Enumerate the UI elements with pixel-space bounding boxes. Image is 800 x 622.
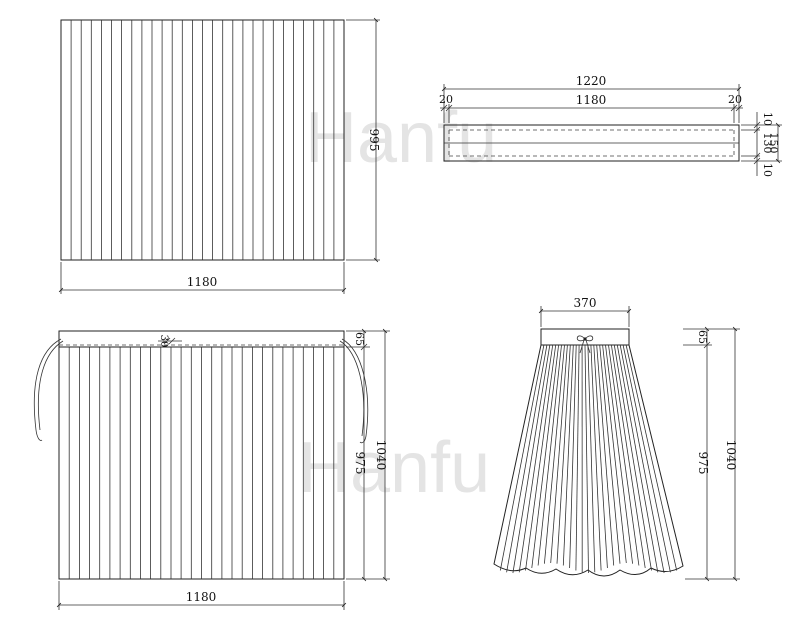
pleated-skirt-pleat-lines: [59, 344, 344, 579]
flat-panel-drawing: [60, 19, 345, 261]
pleat-line: [575, 344, 580, 571]
pleat-line: [602, 344, 627, 564]
flat-panel-height-label: 995: [367, 129, 381, 152]
pleat-line: [613, 344, 652, 571]
watermark-top: Hanfu: [305, 98, 497, 178]
waistband-inner-label: 1180: [576, 93, 607, 107]
pleat-line: [512, 344, 551, 574]
pleat-line: [599, 344, 621, 564]
waistband-drawing: [443, 124, 740, 162]
waistband-total-dimension: 1220: [441, 74, 742, 123]
pleat-line: [622, 344, 671, 573]
pleat-line: [590, 344, 602, 571]
waistband-top-allowance-label: 10: [761, 112, 774, 126]
bow-icon: [576, 335, 594, 354]
flat-panel-pleat-lines: [70, 20, 335, 260]
skirt-front-waist-dimension: 370: [538, 296, 632, 327]
pleated-skirt-width-dimension: 1180: [56, 581, 347, 610]
pleat-line: [584, 344, 589, 574]
waistband-band-height-label: 130: [761, 133, 774, 154]
pleated-skirt-band-label: 65: [353, 332, 366, 346]
pleat-line: [605, 344, 633, 564]
pleat-line: [556, 344, 571, 564]
waistband-total-label: 1220: [576, 74, 607, 88]
skirt-front-total-label: 1040: [724, 440, 738, 471]
pleat-line: [506, 344, 548, 573]
skirt-front-band-label: 65: [696, 330, 709, 344]
waistband-right-allowance-label: 20: [728, 93, 742, 106]
pleat-line: [619, 344, 665, 574]
pleat-line: [544, 344, 565, 564]
pleated-skirt-width-label: 1180: [186, 590, 217, 604]
pleat-line: [611, 344, 646, 569]
pleat-line: [518, 344, 554, 573]
waistband-total-height-label: 150: [767, 133, 780, 154]
pleated-skirt-pleat-label: 30: [158, 335, 169, 348]
waistband-bottom-allowance-label: 10: [761, 163, 774, 177]
flat-panel-width-label: 1180: [187, 275, 218, 289]
pleated-skirt-total-label: 1040: [374, 440, 388, 471]
pleat-line: [608, 344, 640, 566]
pleat-line: [625, 344, 678, 571]
waistband-height-dimensions: 10 130 150 10: [741, 112, 782, 177]
skirt-front-height-dimensions: 65 975 1040: [683, 326, 740, 582]
pleated-skirt-drawing: [33, 330, 369, 580]
pleat-line: [550, 344, 568, 564]
pleat-line: [562, 344, 574, 566]
pleated-skirt-height-dimensions: 65 975 1040: [346, 328, 390, 582]
waistband-left-allowance-label: 20: [439, 93, 453, 106]
watermark-bottom: Hanfu: [298, 428, 490, 508]
pleat-line: [593, 344, 608, 569]
pleat-line: [569, 344, 577, 569]
pleat-line: [525, 344, 557, 571]
pleat-line: [537, 344, 562, 566]
waistband-inner-dimension: 1180 20 20: [439, 93, 743, 123]
flat-panel-height-dimension: 995: [346, 17, 381, 263]
pleat-line: [587, 344, 596, 573]
pleat-line: [499, 344, 545, 571]
pleated-skirt-body-label: 975: [353, 452, 367, 475]
pleated-skirt-pleat-dimension: 30: [158, 335, 182, 348]
skirt-front-body-label: 975: [696, 452, 710, 475]
pleat-line: [616, 344, 659, 573]
skirt-front-waist-label: 370: [574, 296, 597, 310]
pleat-line: [531, 344, 559, 569]
flat-panel-width-dimension: 1180: [58, 262, 347, 294]
skirt-front-drawing: [493, 328, 684, 577]
skirt-front-pleat-lines: [499, 344, 678, 574]
pleat-line: [596, 344, 615, 566]
